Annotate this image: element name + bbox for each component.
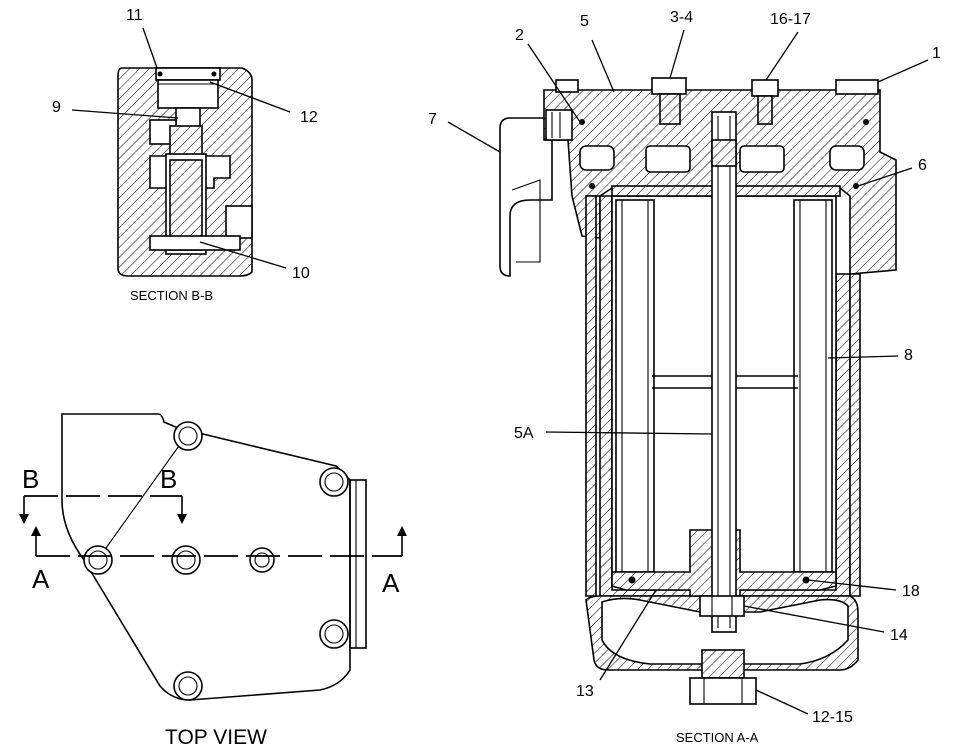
callout-5a: 5A [514, 425, 534, 442]
section-aa-drawing [499, 77, 897, 705]
marker-a-left: A [32, 564, 50, 594]
callout-5: 5 [580, 13, 589, 30]
caption-top-view: TOP VIEW [165, 726, 267, 749]
section-bb-drawing [117, 67, 253, 277]
callout-16-17: 16-17 [770, 11, 811, 28]
marker-a-right: A [382, 568, 400, 598]
callout-11: 11 [126, 7, 143, 24]
callout-9: 9 [52, 99, 61, 116]
callout-12-15: 12-15 [812, 709, 853, 726]
callout-1: 1 [932, 45, 941, 62]
callout-10: 10 [292, 265, 310, 282]
callout-12: 12 [300, 109, 318, 126]
callout-7: 7 [428, 111, 437, 128]
caption-section-aa: SECTION A-A [676, 730, 759, 745]
marker-b-left: B [22, 464, 39, 494]
leader-lines [71, 27, 929, 715]
caption-section-bb: SECTION B-B [130, 288, 213, 303]
callout-8: 8 [904, 347, 913, 364]
callout-2: 2 [515, 27, 524, 44]
callout-18: 18 [902, 583, 920, 600]
callout-6: 6 [918, 157, 927, 174]
marker-b-right: B [160, 464, 177, 494]
top-view-bolts [83, 421, 349, 701]
callout-3-4: 3-4 [670, 9, 693, 26]
callout-14: 14 [890, 627, 908, 644]
callout-13: 13 [576, 683, 594, 700]
top-view-drawing [19, 413, 407, 701]
